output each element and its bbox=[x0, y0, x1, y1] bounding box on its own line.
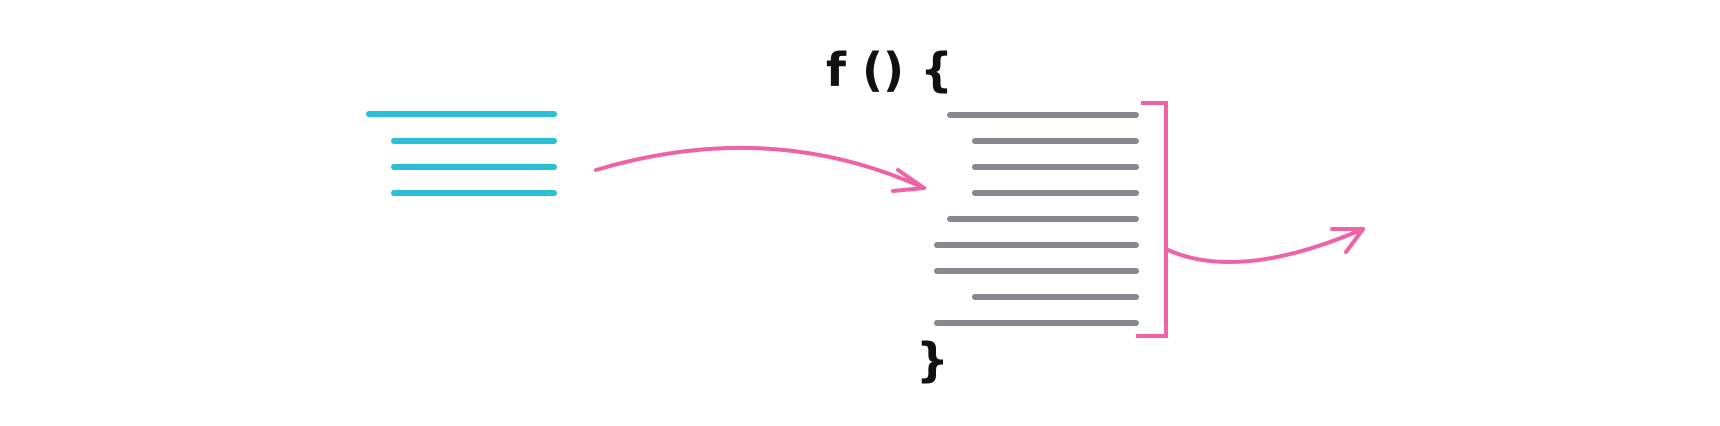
right-bracket-icon bbox=[1136, 101, 1168, 338]
function-footer: } bbox=[916, 333, 949, 387]
input-lines-icon bbox=[366, 111, 557, 196]
input-arrow-head bbox=[891, 168, 926, 193]
input-arrow bbox=[594, 145, 926, 193]
output-arrow bbox=[1166, 227, 1365, 264]
input-arrow-shaft bbox=[594, 145, 926, 190]
output-arrow-shaft bbox=[1166, 227, 1365, 264]
function-header: f () { bbox=[826, 43, 953, 97]
code-lines-icon bbox=[934, 112, 1139, 326]
output-arrow-head bbox=[1330, 227, 1365, 254]
